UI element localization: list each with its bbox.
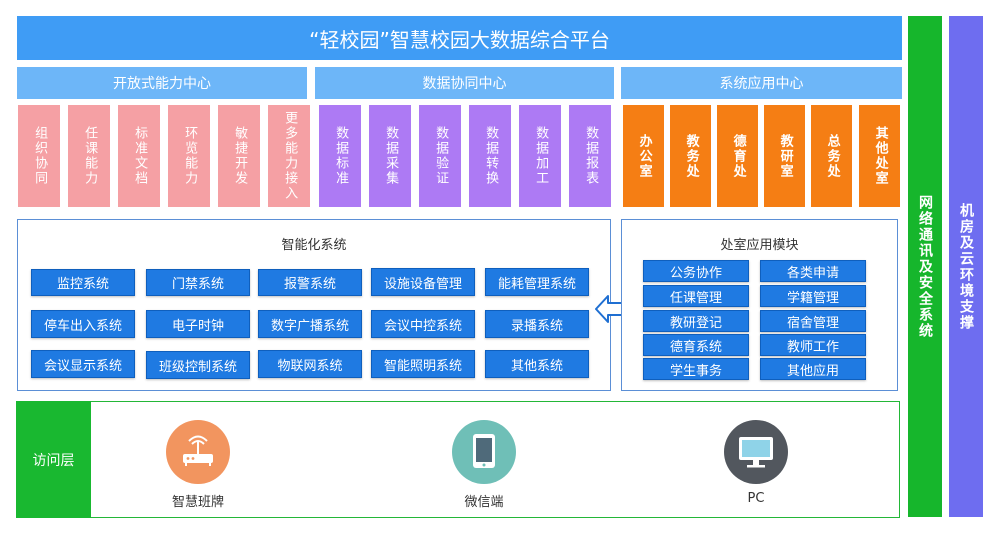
app-item: 德育处 (717, 105, 758, 207)
module-button[interactable]: 教师工作 (760, 334, 866, 356)
system-button[interactable]: 其他系统 (485, 350, 589, 378)
app-item: 教务处 (670, 105, 711, 207)
capability-item: 更多能力接入 (268, 105, 310, 207)
monitor-icon[interactable] (724, 420, 788, 484)
system-button[interactable]: 设施设备管理 (371, 268, 475, 296)
system-button[interactable]: 监控系统 (31, 269, 135, 296)
app-item: 总务处 (811, 105, 852, 207)
access-layer-label: 访问层 (16, 401, 91, 518)
module-button[interactable]: 学生事务 (643, 358, 749, 380)
data-item: 数据加工 (519, 105, 561, 207)
system-button[interactable]: 能耗管理系统 (485, 268, 589, 296)
system-button[interactable]: 门禁系统 (146, 269, 250, 296)
capability-item: 组织协同 (18, 105, 60, 207)
app-item: 其他处室 (859, 105, 900, 207)
system-button[interactable]: 电子时钟 (146, 310, 250, 338)
section-header-data: 数据协同中心 (315, 67, 614, 99)
section-header-capability: 开放式能力中心 (17, 67, 307, 99)
system-button[interactable]: 报警系统 (258, 269, 362, 296)
tablet-icon[interactable] (452, 420, 516, 484)
data-item: 数据验证 (419, 105, 461, 207)
system-button[interactable]: 停车出入系统 (31, 310, 135, 338)
module-button[interactable]: 各类申请 (760, 260, 866, 282)
module-button[interactable]: 教研登记 (643, 310, 749, 332)
device-label: PC (747, 491, 765, 506)
section-header-apps: 系统应用中心 (621, 67, 902, 99)
module-button[interactable]: 其他应用 (760, 358, 866, 380)
capability-item: 任课能力 (68, 105, 110, 207)
app-item: 办公室 (623, 105, 664, 207)
infrastructure-bar: 机房及云环境支撑 (949, 16, 983, 517)
system-button[interactable]: 数字广播系统 (258, 310, 362, 338)
module-button[interactable]: 宿舍管理 (760, 310, 866, 332)
platform-title: “轻校园”智慧校园大数据综合平台 (17, 16, 902, 60)
data-item: 数据报表 (569, 105, 611, 207)
data-item: 数据转换 (469, 105, 511, 207)
module-button[interactable]: 德育系统 (643, 334, 749, 356)
module-button[interactable]: 公务协作 (643, 260, 749, 282)
network-security-bar: 网络通讯及安全系统 (908, 16, 942, 517)
module-button[interactable]: 任课管理 (643, 285, 749, 307)
device-label: 微信端 (464, 495, 504, 510)
data-item: 数据采集 (369, 105, 411, 207)
system-button[interactable]: 智能照明系统 (371, 350, 475, 378)
system-button[interactable]: 录播系统 (485, 310, 589, 338)
capability-item: 标准文档 (118, 105, 160, 207)
system-button[interactable]: 物联网系统 (258, 350, 362, 378)
device-label: 智慧班牌 (171, 495, 224, 510)
data-item: 数据标准 (319, 105, 361, 207)
router-icon[interactable] (166, 420, 230, 484)
system-button[interactable]: 会议显示系统 (31, 350, 135, 378)
system-button[interactable]: 会议中控系统 (371, 310, 475, 338)
app-item: 教研室 (764, 105, 805, 207)
capability-item: 敏捷开发 (218, 105, 260, 207)
office-module-title: 处室应用模块 (720, 238, 799, 253)
capability-item: 环览能力 (168, 105, 210, 207)
module-button[interactable]: 学籍管理 (760, 285, 866, 307)
system-button[interactable]: 班级控制系统 (146, 351, 250, 379)
smart-system-title: 智能化系统 (281, 238, 347, 253)
